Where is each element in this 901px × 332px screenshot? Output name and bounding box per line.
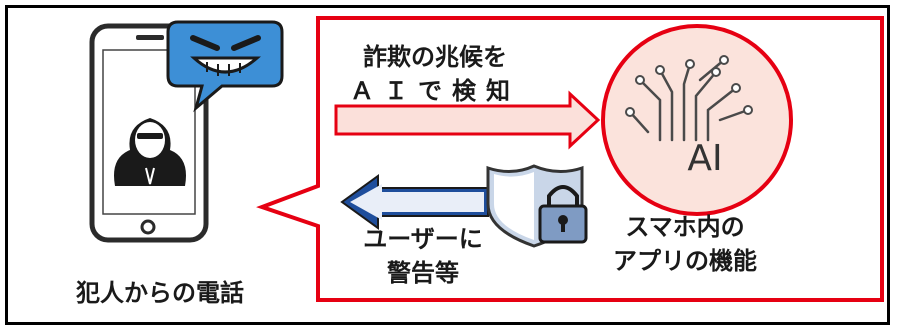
shield-lock-icon — [486, 164, 588, 248]
app-caption-line-1: スマホ内の — [625, 213, 745, 241]
warn-caption-line-2: 警告等 — [387, 259, 459, 287]
app-caption: スマホ内の アプリの機能 — [580, 210, 790, 278]
ai-circuit-brain-icon — [601, 24, 793, 216]
detect-caption: 詐欺の兆候を ＡＩで検知 — [330, 40, 540, 108]
detect-caption-line-1: 詐欺の兆候を — [363, 43, 507, 71]
detect-caption-line-2: ＡＩで検知 — [350, 77, 520, 105]
warn-caption: ユーザーに 警告等 — [338, 222, 508, 290]
evil-grin-speech-bubble-icon — [166, 20, 284, 113]
detect-arrow — [334, 90, 601, 150]
caller-caption: 犯人からの電話 — [76, 279, 244, 307]
ai-badge-text: AI — [687, 138, 723, 179]
app-caption-line-2: アプリの機能 — [613, 247, 757, 275]
outer-frame — [5, 5, 890, 325]
warn-caption-line-1: ユーザーに — [363, 225, 483, 253]
hooded-criminal-icon — [114, 118, 186, 186]
